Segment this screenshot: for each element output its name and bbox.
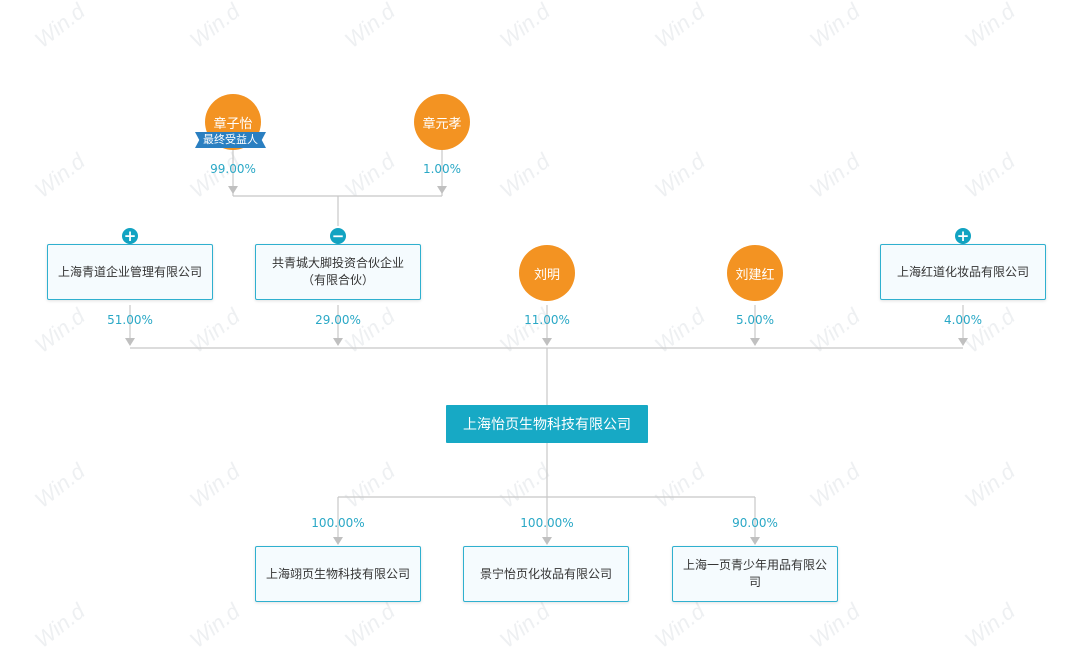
collapse-toggle-icon[interactable]: − <box>330 227 346 245</box>
arrow-sub-1 <box>333 537 343 545</box>
person-name: 刘明 <box>533 267 560 283</box>
arrow-sub-3 <box>750 537 760 545</box>
subsidiary-node-yiye-youth[interactable]: 上海一页青少年用品有限公司 <box>672 546 838 602</box>
percent-label: 100.00% <box>311 516 365 530</box>
arrow-sh-1 <box>125 338 135 346</box>
percent-label: 5.00% <box>735 313 775 327</box>
arrow-top-1 <box>228 186 238 194</box>
person-node-liujianhong[interactable]: 刘建红 <box>727 245 783 301</box>
company-node-qingdao[interactable]: 上海青道企业管理有限公司 <box>47 244 213 300</box>
subsidiary-node-yiye[interactable]: 上海翊页生物科技有限公司 <box>255 546 421 602</box>
arrow-sh-5 <box>958 338 968 346</box>
person-node-zhangyuanxiao[interactable]: 章元孝 <box>414 94 470 150</box>
company-name: 上海一页青少年用品有限公司 <box>682 558 827 589</box>
percent-label: 90.00% <box>732 516 778 530</box>
target-company-name: 上海怡页生物科技有限公司 <box>463 417 631 433</box>
company-node-gongqingcheng[interactable]: 共青城大脚投资合伙企业（有限合伙） <box>255 244 421 300</box>
company-name: 景宁怡页化妆品有限公司 <box>479 566 612 581</box>
expand-toggle-icon[interactable]: + <box>955 227 971 245</box>
percent-label: 100.00% <box>520 516 574 530</box>
percent-label: 4.00% <box>943 313 983 327</box>
company-name: 上海红道化妆品有限公司 <box>896 264 1029 279</box>
ultimate-beneficiary-badge: 最终受益人 <box>195 132 266 148</box>
percent-label: 51.00% <box>107 313 153 327</box>
arrow-sh-2 <box>333 338 343 346</box>
person-name: 刘建红 <box>735 267 775 283</box>
person-name: 章子怡 <box>213 116 253 132</box>
percent-label: 29.00% <box>315 313 361 327</box>
arrow-top-2 <box>437 186 447 194</box>
person-node-liuming[interactable]: 刘明 <box>519 245 575 301</box>
percent-label: 11.00% <box>524 313 570 327</box>
percent-label: 99.00% <box>210 162 256 176</box>
arrow-sh-3 <box>542 338 552 346</box>
expand-toggle-icon[interactable]: + <box>122 227 138 245</box>
company-name: 共青城大脚投资合伙企业（有限合伙） <box>271 256 404 287</box>
company-name: 上海翊页生物科技有限公司 <box>265 566 410 581</box>
subsidiary-node-jingning[interactable]: 景宁怡页化妆品有限公司 <box>463 546 629 602</box>
target-company-node[interactable]: 上海怡页生物科技有限公司 <box>446 405 648 443</box>
arrow-sub-2 <box>542 537 552 545</box>
company-name: 上海青道企业管理有限公司 <box>57 264 202 279</box>
arrow-sh-4 <box>750 338 760 346</box>
company-node-hongdao[interactable]: 上海红道化妆品有限公司 <box>880 244 1046 300</box>
percent-label: 1.00% <box>422 162 462 176</box>
person-name: 章元孝 <box>422 116 462 132</box>
